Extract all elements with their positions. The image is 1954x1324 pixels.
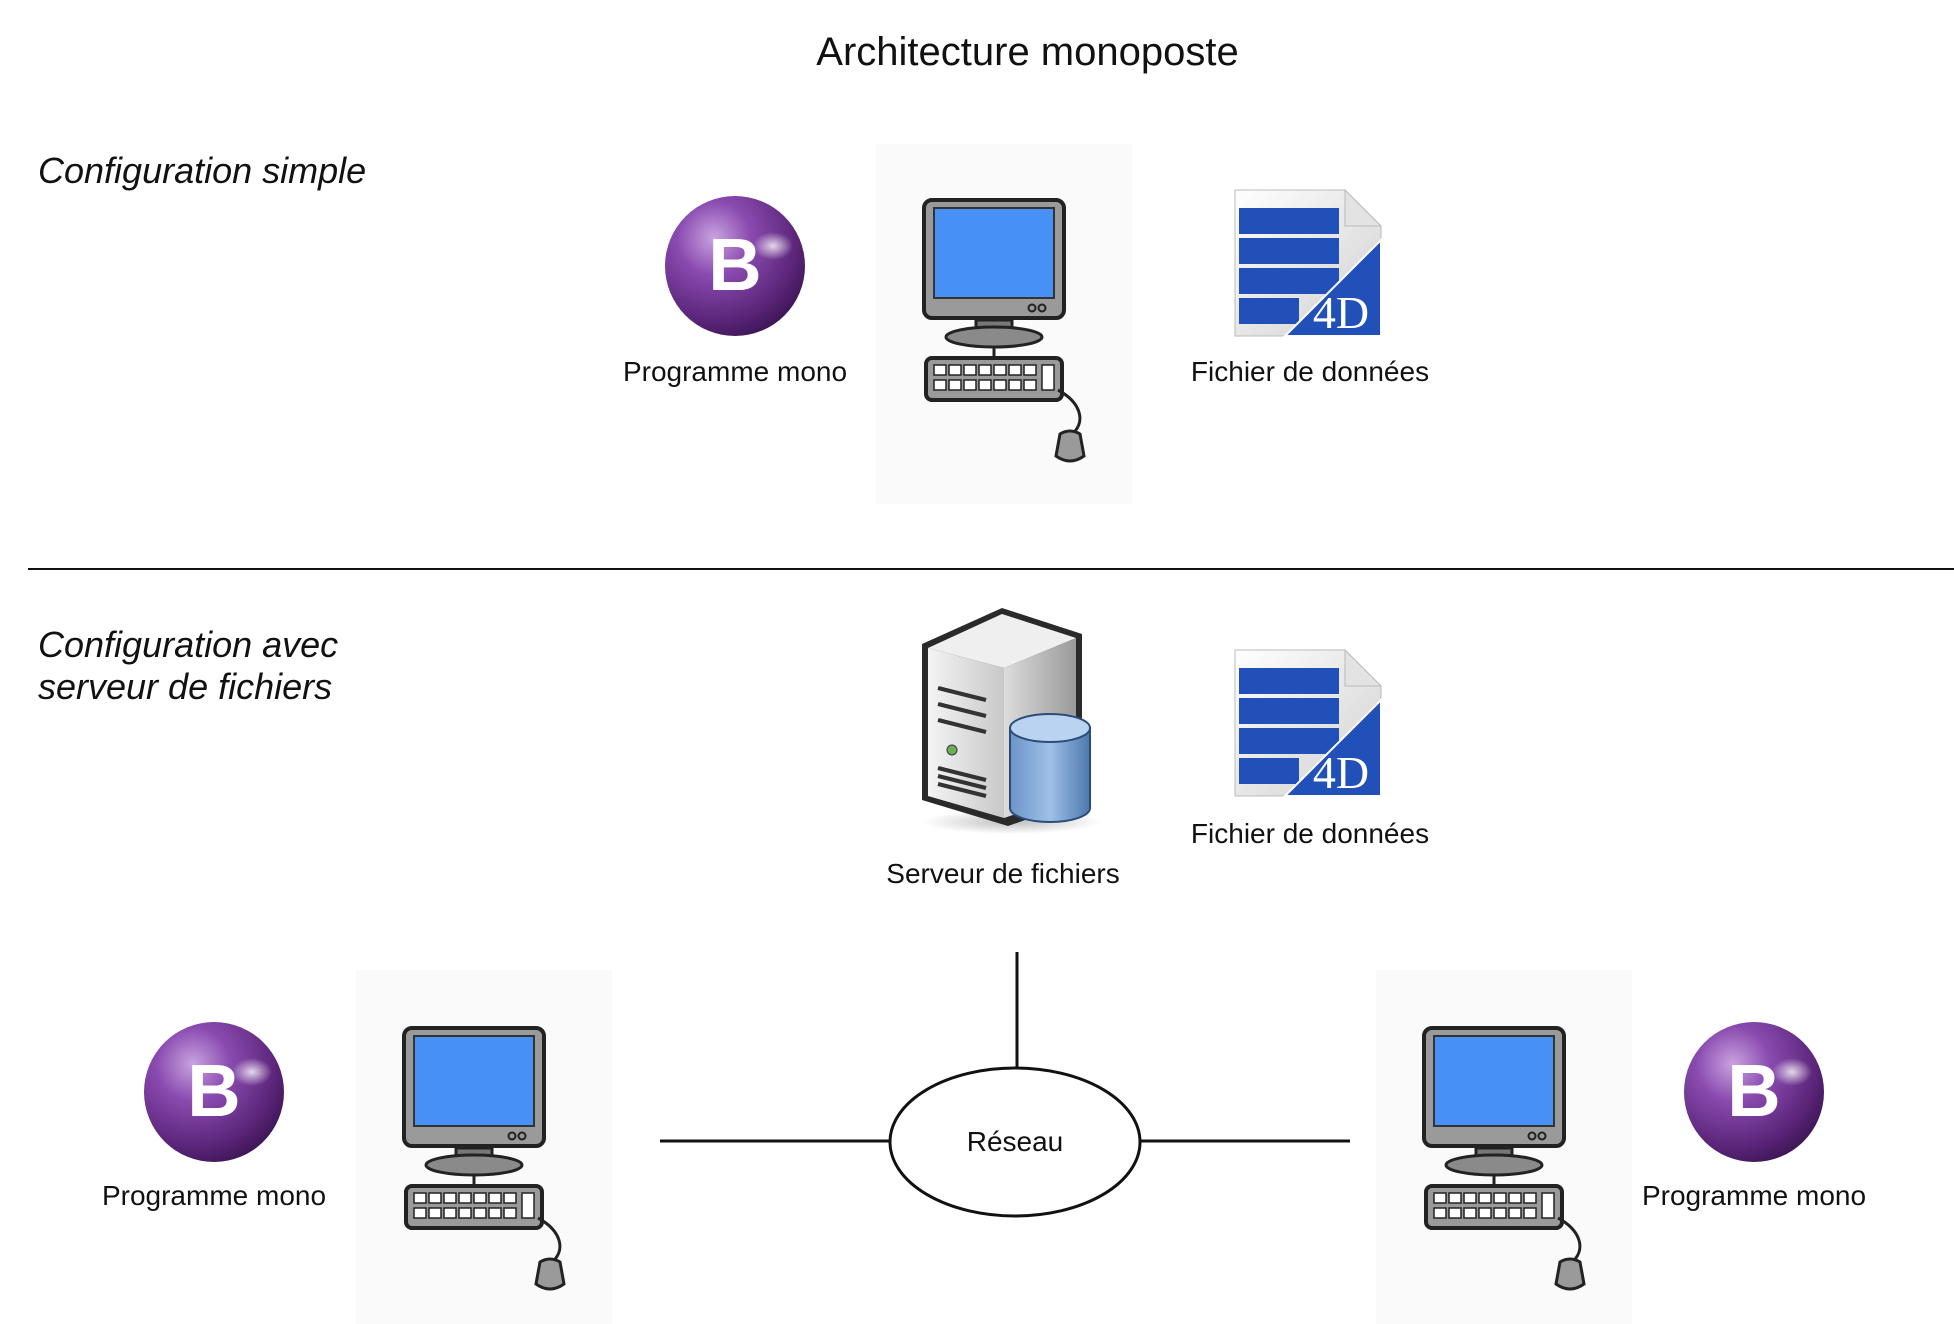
datafile-icon: 4D <box>1234 648 1383 798</box>
right-program-label: Programme mono <box>1641 1180 1867 1211</box>
program-sphere-icon: B <box>665 196 805 336</box>
file-server-icon <box>922 608 1102 834</box>
program-sphere-letter: B <box>187 1049 240 1132</box>
page-title: Architecture monoposte <box>816 30 1239 74</box>
datafile-label: Fichier de données <box>1190 818 1430 849</box>
left-program-label: Programme mono <box>101 1180 327 1211</box>
section-heading-simple: Configuration simple <box>38 150 367 191</box>
computer-icon <box>922 198 1086 463</box>
computer-icon <box>402 1026 566 1291</box>
datafile-label: Fichier de données <box>1190 356 1430 387</box>
datafile-icon-text: 4D <box>1313 747 1369 798</box>
program-sphere-letter: B <box>708 223 761 306</box>
section-heading-line1: Configuration avec <box>38 624 339 665</box>
program-sphere-icon: B <box>144 1022 284 1162</box>
section-heading-fileserver: Configuration avec serveur de fichiers <box>38 624 338 708</box>
program-sphere-letter: B <box>1727 1049 1780 1132</box>
file-server-label: Serveur de fichiers <box>886 858 1120 889</box>
program-sphere-icon: B <box>1684 1022 1824 1162</box>
datafile-icon-text: 4D <box>1313 287 1369 338</box>
datafile-icon: 4D <box>1234 188 1383 338</box>
computer-icon <box>1422 1026 1586 1291</box>
program-label: Programme mono <box>622 356 848 387</box>
section-divider <box>28 568 1954 570</box>
network-ellipse <box>888 1066 1142 1218</box>
network-label: Réseau <box>966 1126 1064 1157</box>
section-heading-line2: serveur de fichiers <box>38 666 333 707</box>
